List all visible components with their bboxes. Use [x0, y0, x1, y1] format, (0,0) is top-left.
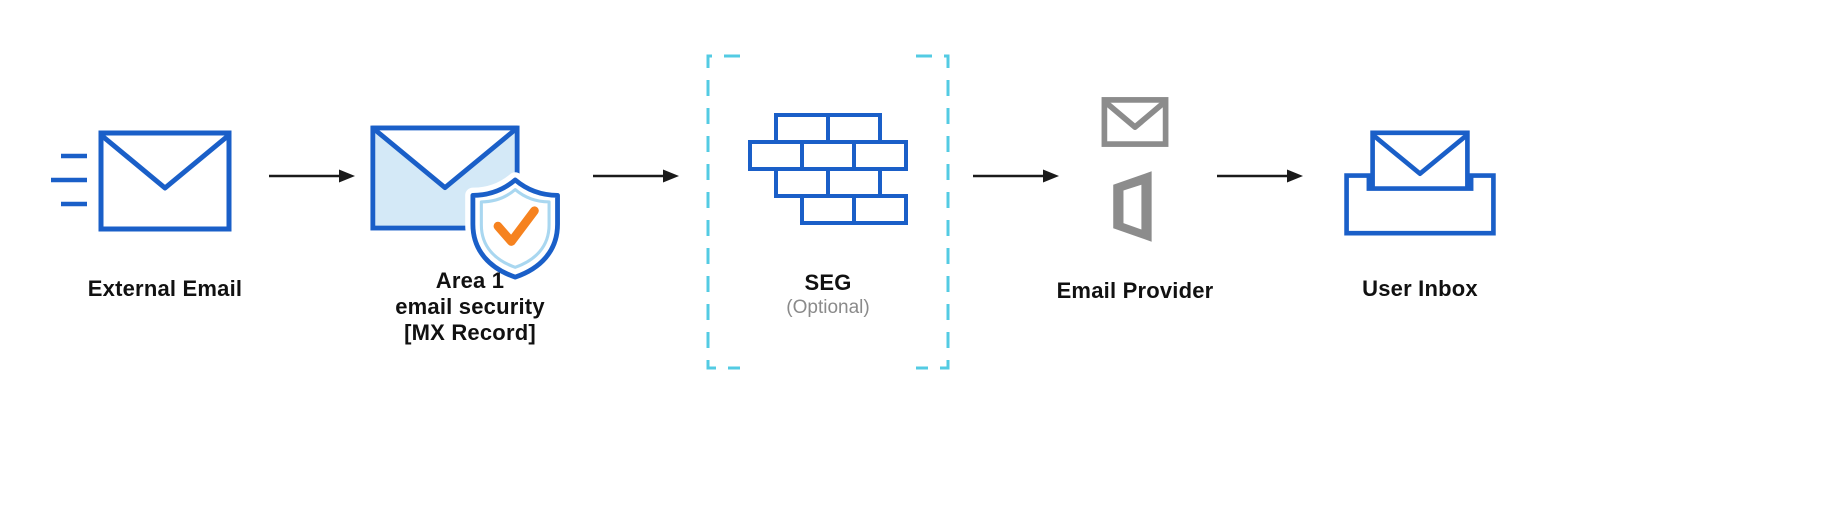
email-provider-label: Email Provider [1056, 278, 1214, 303]
flow-node-email-provider: Email Provider [1010, 0, 1260, 509]
seg-icon-wrap [700, 112, 956, 227]
area1-label: Area 1 email security [MX Record] [305, 268, 635, 346]
seg-optional-label: (Optional) [786, 297, 870, 318]
office-icon [1113, 171, 1152, 242]
flow-arrow-icon [269, 169, 355, 183]
seg-label: SEG [804, 270, 852, 295]
flow-node-user-inbox: User Inbox [1295, 0, 1545, 509]
envelope-shield-check-icon [370, 125, 566, 284]
flow-arrow-icon [1217, 169, 1303, 183]
area1-label-line2: email security [395, 294, 545, 319]
area1-label-line1: Area 1 [435, 268, 505, 293]
user-inbox-label: User Inbox [1362, 276, 1478, 301]
firewall-brick-icon [748, 113, 908, 225]
flow-node-external-email: External Email [40, 0, 290, 509]
external-email-icon-wrap [40, 126, 290, 236]
flow-node-area1: Area 1 email security [MX Record] [345, 0, 595, 509]
flow-node-seg: SEG (Optional) [700, 0, 956, 509]
inbox-envelope-icon [1344, 130, 1496, 236]
gmail-icon-wrap [1010, 96, 1260, 148]
area1-label-line3: [MX Record] [404, 320, 536, 345]
area1-icon-wrap [345, 124, 595, 284]
flow-arrow-icon [593, 169, 679, 183]
office-icon-wrap [1010, 168, 1260, 245]
gmail-icon [1101, 97, 1169, 147]
optional-dashed-bracket [706, 54, 950, 370]
envelope-speed-icon [51, 130, 232, 232]
user-inbox-icon-wrap [1295, 127, 1545, 239]
external-email-label: External Email [87, 276, 243, 301]
flow-arrow-icon [973, 169, 1059, 183]
